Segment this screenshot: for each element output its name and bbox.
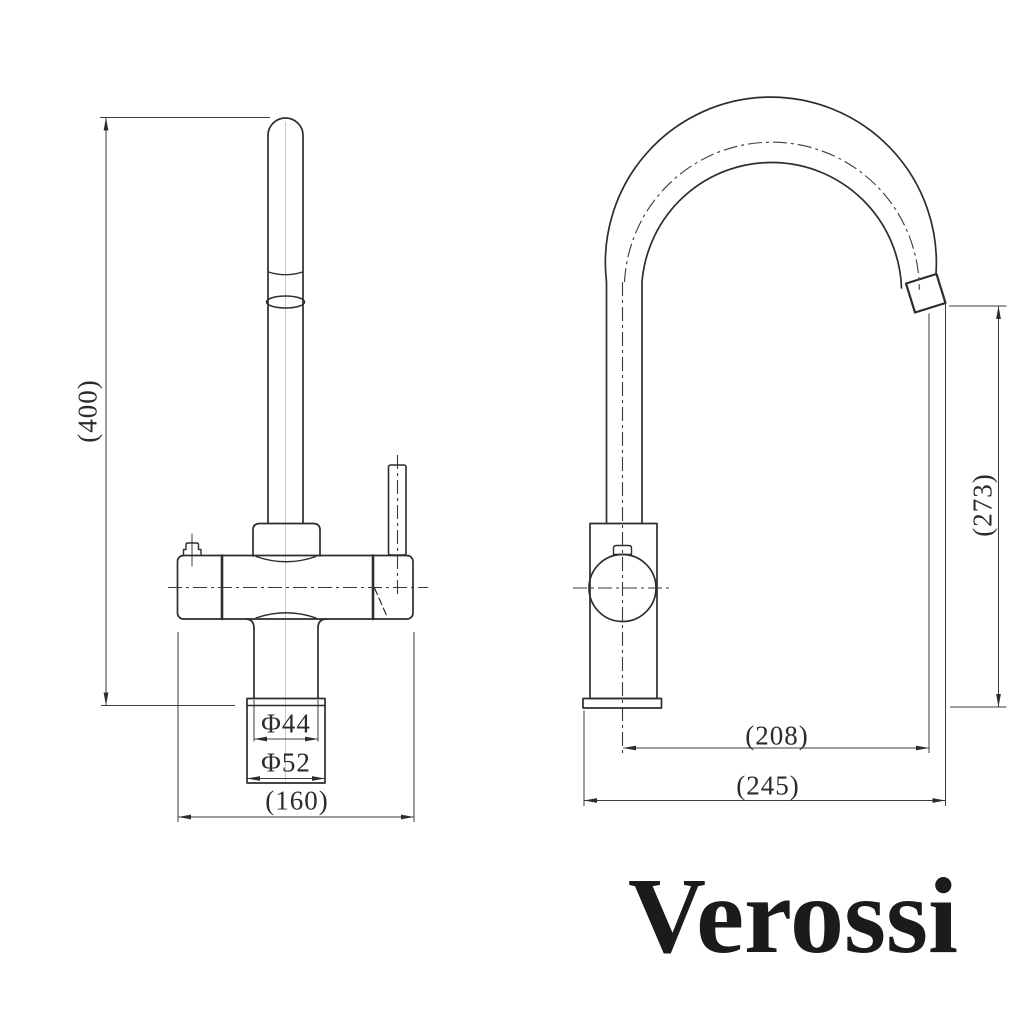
spout-column	[267, 117, 304, 524]
gooseneck-outer-wall	[604, 96, 938, 524]
aerator-band-line	[267, 271, 304, 276]
dim-spout-reach-label: (208)	[745, 720, 809, 751]
dim-overall-height-label: (400)	[72, 379, 103, 443]
handle-hidden-edge	[373, 587, 388, 618]
centerlines	[168, 141, 920, 753]
aerator-ring	[265, 295, 306, 309]
dimension-lines	[100, 117, 1007, 822]
aerator-collar	[904, 272, 947, 314]
gooseneck-inner-wall	[641, 161, 903, 524]
dim-overall-width-label: (160)	[265, 785, 329, 816]
front-view	[176, 117, 414, 784]
side-view	[582, 96, 947, 709]
dim-overall-depth-label: (245)	[736, 770, 800, 801]
body-bottom-contour	[255, 612, 317, 619]
lower-column-right	[317, 618, 327, 700]
base-flange-front	[246, 697, 326, 784]
base-flange-side	[582, 697, 663, 709]
dim-spout-pipe-diameter-label: Φ44	[261, 708, 311, 739]
dimension-arrows	[103, 117, 1001, 820]
brand-logo: Verossi	[628, 857, 959, 976]
gooseneck-axis	[623, 141, 920, 290]
dim-outlet-height-label: (273)	[967, 473, 998, 537]
lower-column-left	[245, 618, 255, 700]
body-shoulder	[252, 522, 321, 557]
dim-base-diameter-label: Φ52	[261, 747, 311, 778]
body-top-contour	[255, 555, 317, 563]
